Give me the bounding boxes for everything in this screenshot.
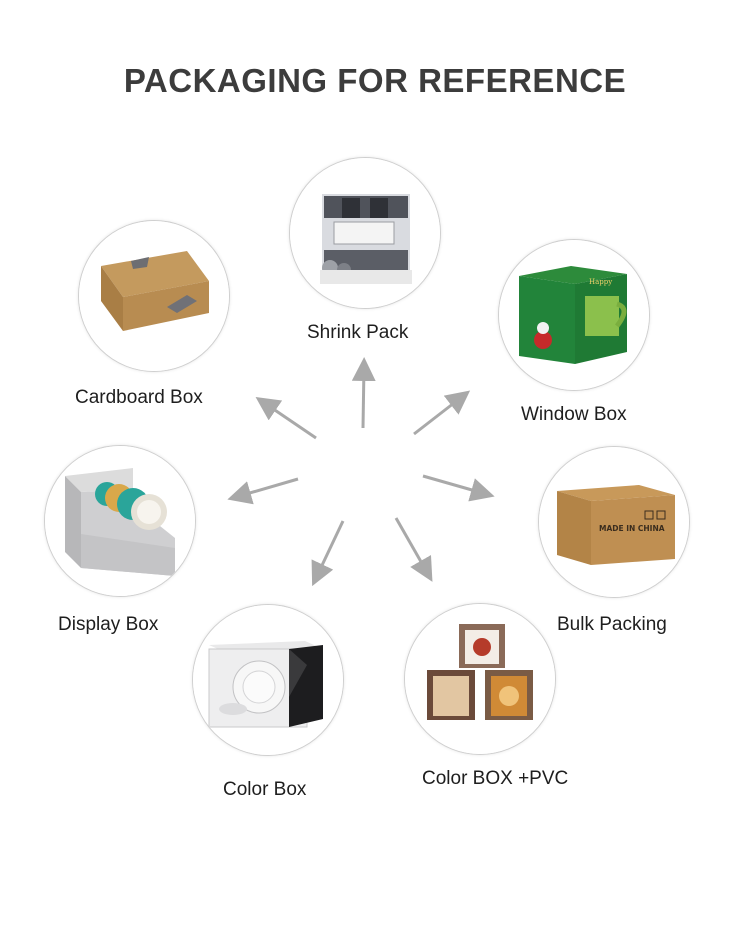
arrow-right bbox=[422, 474, 495, 502]
display-box-label: Display Box bbox=[58, 614, 159, 635]
cardboard-box-image bbox=[78, 220, 230, 372]
arrow-down-left bbox=[311, 520, 345, 587]
arrow-up-left bbox=[255, 396, 317, 440]
arrow-down-right bbox=[394, 517, 433, 582]
bulk-packing-label: Bulk Packing bbox=[557, 614, 667, 635]
color-box-pvc-label: Color BOX +PVC bbox=[422, 768, 569, 789]
display-box-image bbox=[44, 445, 196, 597]
shrink-pack-image bbox=[289, 157, 441, 309]
color-box-image bbox=[192, 604, 344, 756]
bulk-box-print: MADE IN CHINA bbox=[599, 524, 665, 533]
page-title: PACKAGING FOR REFERENCE bbox=[123, 62, 627, 99]
arrow-up-right bbox=[413, 390, 471, 436]
arrow-left bbox=[227, 477, 299, 505]
color-box-label: Color Box bbox=[223, 779, 307, 800]
bulk-packing-image: MADE IN CHINA bbox=[538, 446, 690, 598]
color-box-pvc-image bbox=[404, 603, 556, 755]
window-box-label: Window Box bbox=[521, 404, 627, 425]
shrink-pack-label: Shrink Pack bbox=[307, 322, 409, 343]
svg-text:Happy: Happy bbox=[589, 278, 612, 286]
window-box-image: Happy bbox=[498, 239, 650, 391]
cardboard-box-label: Cardboard Box bbox=[75, 387, 203, 408]
arrow-up bbox=[351, 357, 376, 429]
